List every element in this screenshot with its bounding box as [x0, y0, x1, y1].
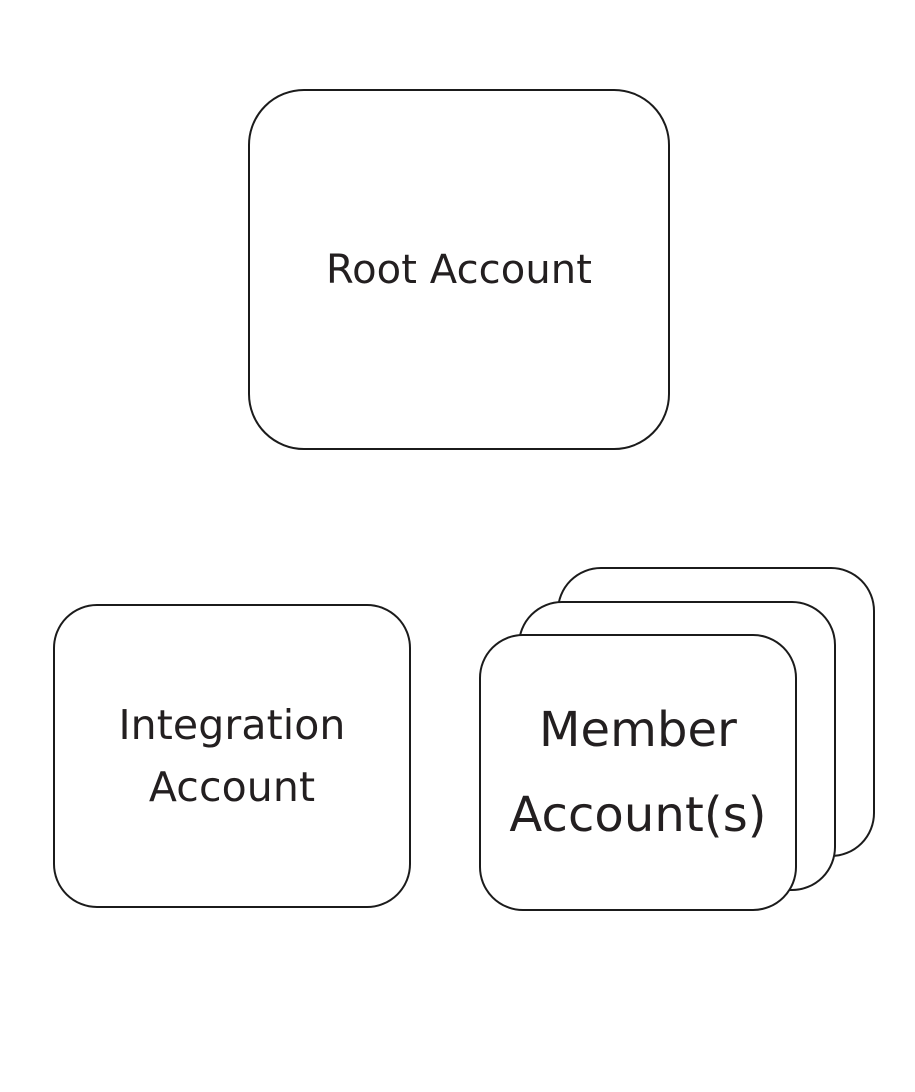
node-root-account[interactable]: Root Account [248, 89, 670, 450]
member-account-card-front[interactable]: Member Account(s) [479, 634, 797, 911]
node-integration-account[interactable]: Integration Account [53, 604, 411, 908]
node-integration-account-label: Integration Account [118, 701, 346, 811]
node-root-account-label: Root Account [325, 246, 593, 293]
node-member-account-label: Member Account(s) [509, 701, 767, 843]
node-member-account-stack[interactable]: Member Account(s) [479, 567, 875, 912]
